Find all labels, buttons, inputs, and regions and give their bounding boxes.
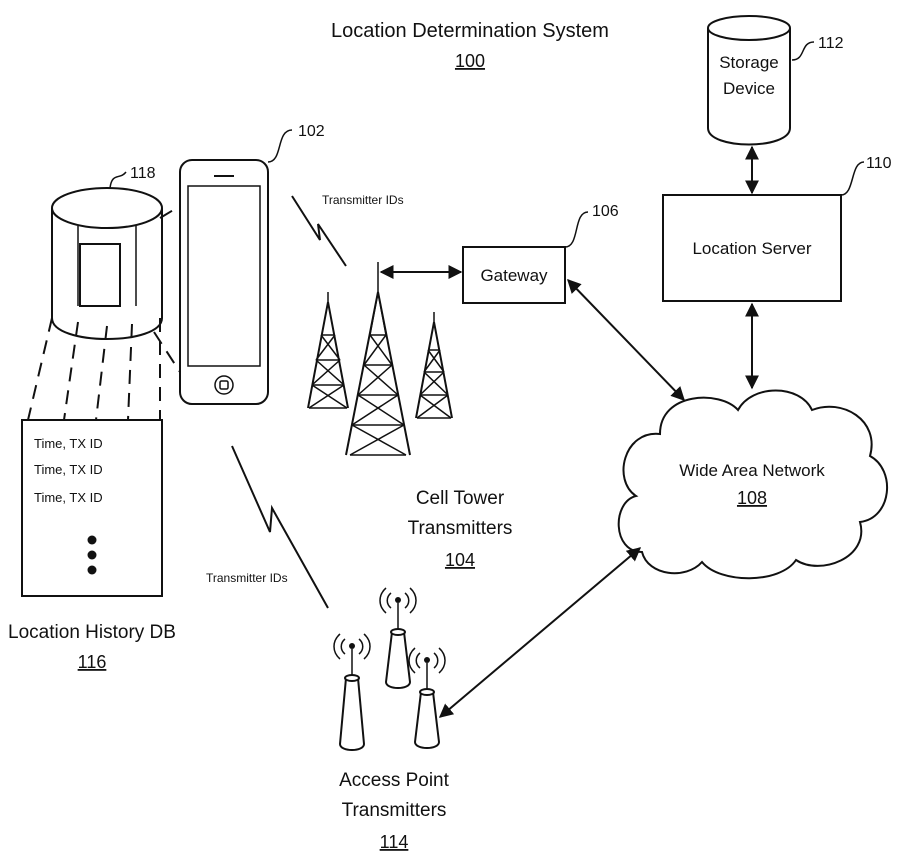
location-server-label: Location Server — [692, 239, 811, 258]
cell-tower-right — [415, 312, 453, 419]
cell-tower-ref: 104 — [445, 550, 475, 570]
cell-tower-label-line1: Cell Tower — [416, 488, 505, 509]
gateway-label: Gateway — [480, 266, 548, 285]
storage-device-label-line1: Storage — [719, 53, 779, 72]
storage-ref-leader — [791, 41, 815, 61]
history-row: Time, TX ID — [34, 436, 103, 451]
location-history-ref: 116 — [78, 652, 107, 672]
ellipsis-dot — [87, 550, 97, 560]
location-server-ref: 110 — [866, 155, 892, 172]
wan-ref: 108 — [737, 488, 767, 508]
storage-device-label-line2: Device — [723, 79, 775, 98]
gateway: Gateway — [462, 246, 566, 304]
access-point-left — [333, 633, 371, 751]
location-server: Location Server — [662, 194, 842, 302]
access-point-ref: 114 — [380, 832, 409, 852]
mobile-device — [179, 159, 269, 405]
access-point-label-line1: Access Point — [339, 770, 450, 791]
cell-tower-label-line2: Transmitters — [408, 518, 513, 539]
signal-lower-label: Transmitter IDs — [206, 571, 288, 585]
location-history-label: Location History DB — [8, 622, 176, 643]
storage-ref: 112 — [818, 35, 844, 52]
location-server-ref-leader — [840, 161, 865, 196]
wide-area-network-cloud: Wide Area Network 108 — [617, 389, 889, 580]
db-projection-lines — [27, 317, 161, 421]
phone-ref-leader — [267, 129, 293, 163]
phone-home-button — [214, 375, 234, 395]
location-history-table: Time, TX ID Time, TX ID Time, TX ID — [21, 419, 163, 597]
db-phone-dashed-lower — [153, 331, 181, 373]
wan-label: Wide Area Network — [679, 461, 825, 480]
ellipsis-dot — [87, 565, 97, 575]
diagram-title: Location Determination System — [331, 20, 609, 42]
access-point-label-line2: Transmitters — [342, 800, 447, 821]
signal-upper-label: Transmitter IDs — [322, 193, 404, 207]
phone-ref: 102 — [298, 123, 325, 140]
history-row: Time, TX ID — [34, 490, 103, 505]
cell-tower-transmitters: Cell Tower Transmitters 104 — [307, 262, 513, 570]
storage-device: Storage Device — [707, 15, 791, 146]
signal-lower-bolt — [231, 445, 329, 609]
db-ref-leader — [109, 171, 127, 189]
cell-tower-center — [345, 262, 411, 456]
db-phone-dashed-upper — [159, 205, 181, 219]
gateway-ref-leader — [564, 211, 589, 248]
cell-tower-left — [307, 292, 349, 409]
ellipsis-dot — [87, 535, 97, 545]
gateway-wan-link — [567, 278, 685, 402]
database-cylinder — [51, 187, 163, 340]
ap-wan-link — [438, 547, 642, 718]
signal-upper-bolt — [291, 195, 347, 267]
access-point-right — [408, 647, 446, 749]
db-cylinder-ref: 118 — [130, 165, 156, 182]
gateway-ref: 106 — [592, 203, 619, 220]
access-point-transmitters: Access Point Transmitters 114 — [333, 587, 450, 852]
access-point-middle — [379, 587, 417, 689]
diagram-title-ref: 100 — [455, 51, 485, 71]
history-row: Time, TX ID — [34, 462, 103, 477]
